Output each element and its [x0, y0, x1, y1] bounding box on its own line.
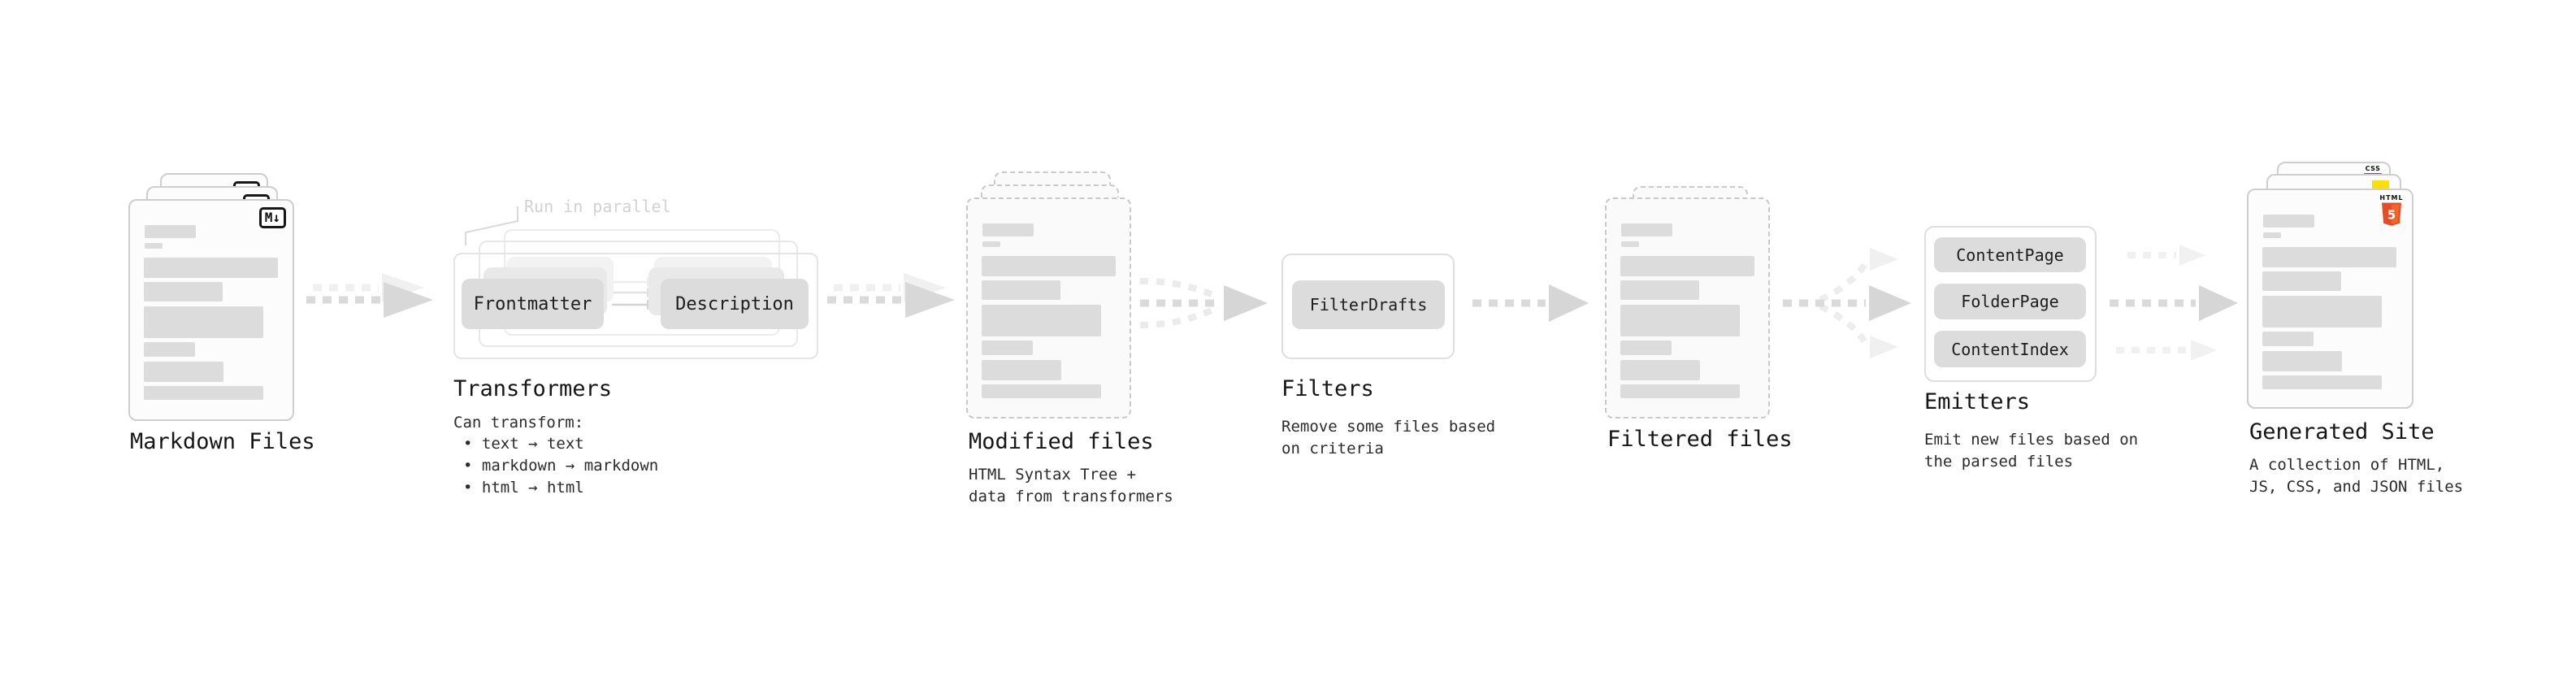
note-line: A collection of HTML,	[2249, 456, 2445, 474]
stage-title: Filters	[1281, 376, 1374, 401]
stage-transformers: Run in parallel Frontmatter Description …	[0, 0, 894, 528]
note-line: the parsed files	[1924, 453, 2074, 471]
skeleton-bar	[982, 305, 1101, 336]
note-line: Emit new files based on	[1924, 431, 2139, 449]
skeleton-bar	[2262, 271, 2341, 291]
file-card	[1605, 197, 1770, 419]
stage-title: Transformers	[453, 376, 613, 401]
stage-title: Generated Site	[2249, 419, 2435, 445]
skeleton-bar	[1620, 384, 1740, 398]
skeleton-bar	[982, 223, 1034, 236]
skeleton-bar	[2262, 247, 2396, 267]
file-card: M↓	[128, 199, 294, 421]
skeleton-bar	[1621, 223, 1672, 236]
stage-title: Markdown Files	[130, 429, 315, 454]
skeleton-bar	[982, 384, 1101, 398]
skeleton-bar	[1620, 280, 1699, 300]
skeleton-bar	[144, 386, 263, 400]
svg-text:5: 5	[2387, 208, 2396, 223]
skeleton-bar	[1620, 340, 1672, 355]
skeleton-bar	[1620, 305, 1740, 336]
skeleton-bar	[982, 360, 1061, 380]
skeleton-bar	[144, 362, 223, 382]
skeleton-bar	[145, 243, 163, 249]
file-content-skeleton	[2249, 190, 2412, 407]
note-line: Remove some files based	[1281, 418, 1496, 436]
note-line: data from transformers	[969, 488, 1173, 505]
skeleton-bar	[982, 280, 1060, 300]
bullet-item: • text → text	[463, 435, 584, 453]
transform-bullet-list: • text → text • markdown → markdown • ht…	[463, 433, 658, 499]
stage-title: Filtered files	[1607, 427, 1793, 452]
skeleton-bar	[1620, 360, 1700, 380]
skeleton-bar	[2262, 351, 2342, 371]
stage-generated-site: CSS HTML 5 Generated Site A collection o…	[2247, 162, 2463, 498]
emitter-pill-folderpage: FolderPage	[1934, 284, 2086, 319]
note-line: JS, CSS, and JSON files	[2249, 478, 2464, 496]
skeleton-bar	[2263, 215, 2314, 228]
stage-modified-files: Modified files HTML Syntax Tree + data f…	[0, 0, 1219, 528]
file-card: HTML 5	[2247, 189, 2413, 409]
note-line: HTML Syntax Tree +	[969, 466, 1136, 484]
stage-note: HTML Syntax Tree + data from transformer…	[969, 464, 1173, 508]
js-badge-icon	[2372, 180, 2389, 191]
skeleton-bar	[144, 258, 278, 278]
skeleton-bar	[2263, 232, 2281, 238]
stage-emitters: ContentPage FolderPage ContentIndex Emit…	[1924, 226, 2138, 473]
stage-title: Emitters	[1924, 389, 2031, 414]
stage-markdown-files: M↓ M↓ M↓ Markdown Files	[0, 0, 366, 528]
skeleton-bar	[2262, 375, 2382, 389]
file-content-skeleton	[1607, 199, 1768, 417]
skeleton-bar	[144, 306, 263, 338]
transformer-group	[453, 253, 818, 359]
skeleton-bar	[1621, 241, 1639, 247]
stage-filtered-files: Filtered files	[1605, 186, 1793, 452]
markdown-icon: M↓	[258, 207, 286, 228]
skeleton-bar	[145, 225, 196, 238]
note-line: on criteria	[1281, 440, 1384, 458]
skeleton-bar	[2262, 296, 2382, 327]
html5-icon: HTML 5	[2379, 194, 2404, 229]
skeleton-bar	[144, 342, 195, 357]
stage-note: Can transform:	[453, 414, 584, 432]
emitter-pill-contentpage: ContentPage	[1934, 237, 2086, 272]
stage-note: Emit new files based on the parsed files	[1924, 429, 2138, 473]
bullet-item: • html → html	[463, 479, 584, 497]
file-content-skeleton	[968, 199, 1130, 417]
bullet-item: • markdown → markdown	[463, 457, 659, 475]
skeleton-bar	[982, 340, 1033, 355]
skeleton-bar	[2262, 332, 2314, 346]
run-in-parallel-label: Run in parallel	[524, 197, 671, 216]
file-card	[966, 197, 1131, 419]
transformer-pill-description: Description	[661, 279, 809, 329]
skeleton-bar	[982, 256, 1116, 276]
skeleton-bar	[144, 282, 223, 301]
filter-pill-filterdrafts: FilterDrafts	[1292, 280, 1445, 329]
skeleton-bar	[1620, 256, 1754, 276]
skeleton-bar	[982, 241, 1000, 247]
stage-filters: FilterDrafts Filters Remove some files b…	[0, 0, 1544, 528]
stage-note: Remove some files based on criteria	[1281, 416, 1495, 460]
emitter-pill-contentindex: ContentIndex	[1934, 331, 2086, 367]
stage-note: A collection of HTML, JS, CSS, and JSON …	[2249, 454, 2463, 498]
file-content-skeleton	[130, 201, 293, 419]
transformer-pill-frontmatter: Frontmatter	[462, 279, 604, 329]
stage-title: Modified files	[969, 429, 1154, 454]
